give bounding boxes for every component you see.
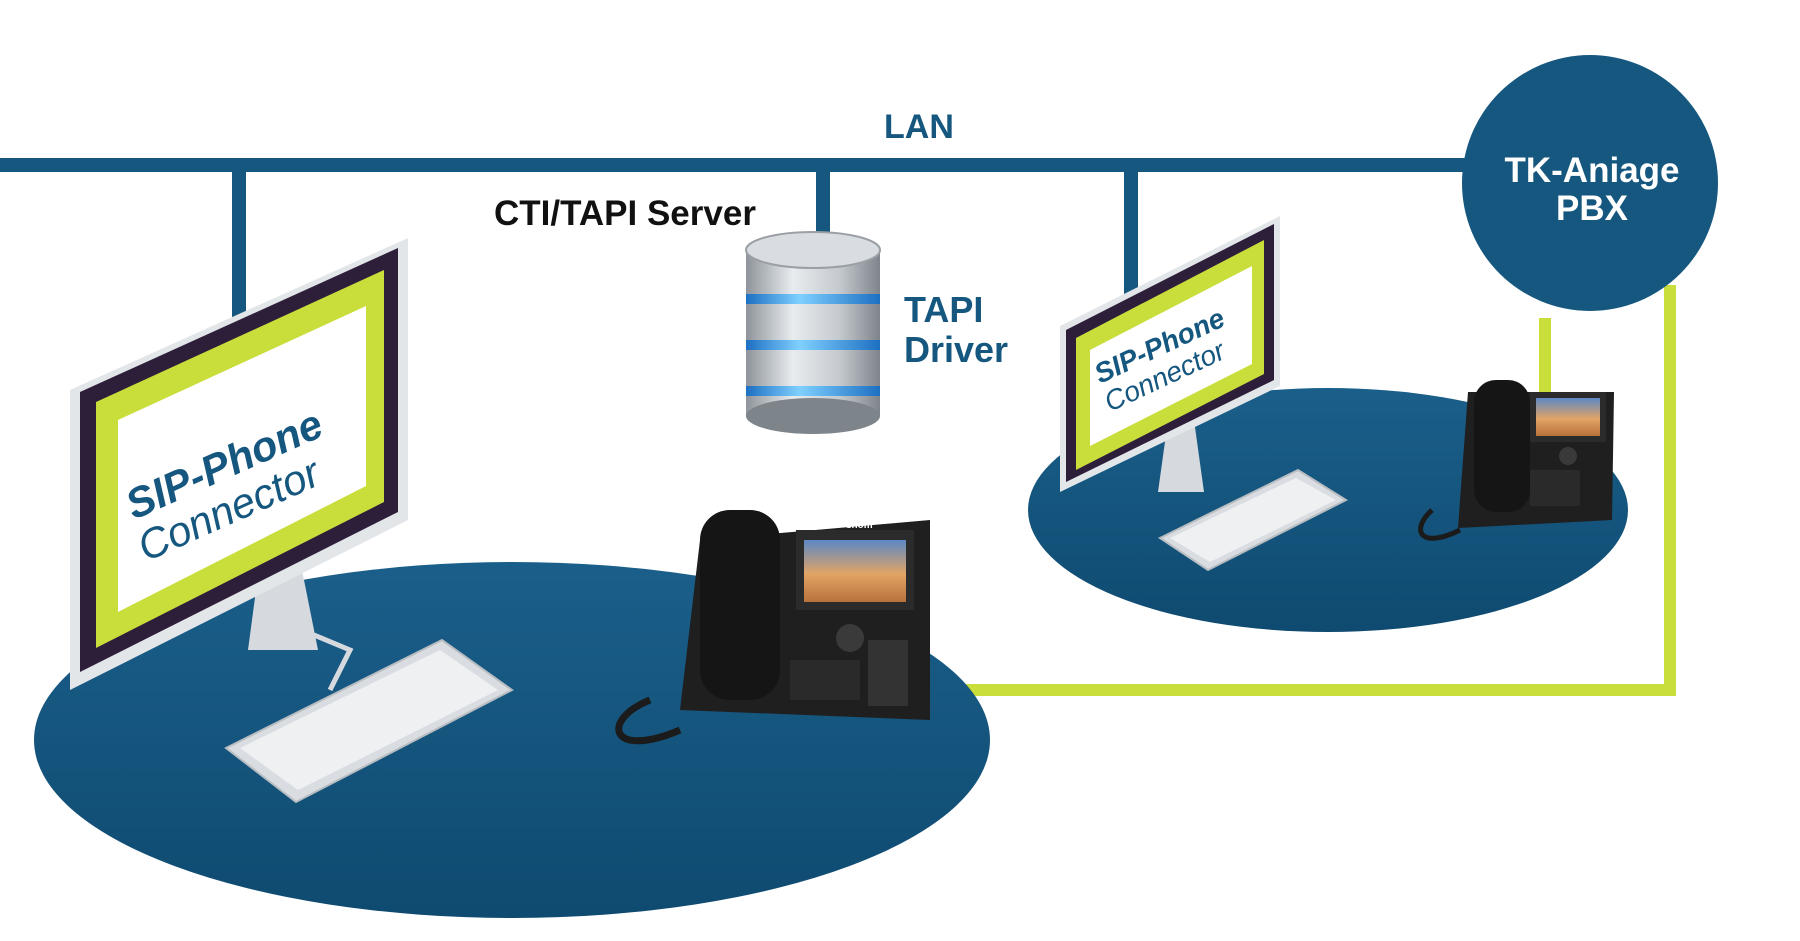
lan-drop-left-pc <box>232 172 246 322</box>
tapi-driver-line2: Driver <box>904 329 1009 370</box>
pbx-label-line2: PBX <box>1556 189 1628 228</box>
keyboard-left-cable <box>299 590 354 692</box>
keyboard-left <box>224 638 514 804</box>
lan-line <box>0 158 1490 172</box>
desk-phone-right: snom <box>1418 380 1614 541</box>
phone-left-brand: snom <box>846 520 873 531</box>
desk-phone-left: snom <box>615 510 930 745</box>
server-icon <box>745 231 881 434</box>
lan-drop-right-pc <box>1124 172 1138 302</box>
monitor-left: SIP-Phone Connector <box>70 238 408 690</box>
tapi-driver-line1: TAPI <box>904 289 984 330</box>
pbx-circle <box>1462 55 1718 311</box>
lan-label: LAN <box>884 108 954 146</box>
monitor-right: SIP-Phone Connector <box>1060 216 1280 492</box>
keyboard-right <box>1158 468 1349 572</box>
server-label: CTI/TAPI Server <box>494 194 756 233</box>
phone-line-left <box>924 285 1676 696</box>
pbx-label: TK-Aniage PBX <box>1462 152 1722 228</box>
pbx-label-line1: TK-Aniage <box>1504 151 1680 190</box>
phone-right-brand: snom <box>1560 385 1579 392</box>
tapi-driver-label: TAPI Driver <box>904 290 1008 370</box>
